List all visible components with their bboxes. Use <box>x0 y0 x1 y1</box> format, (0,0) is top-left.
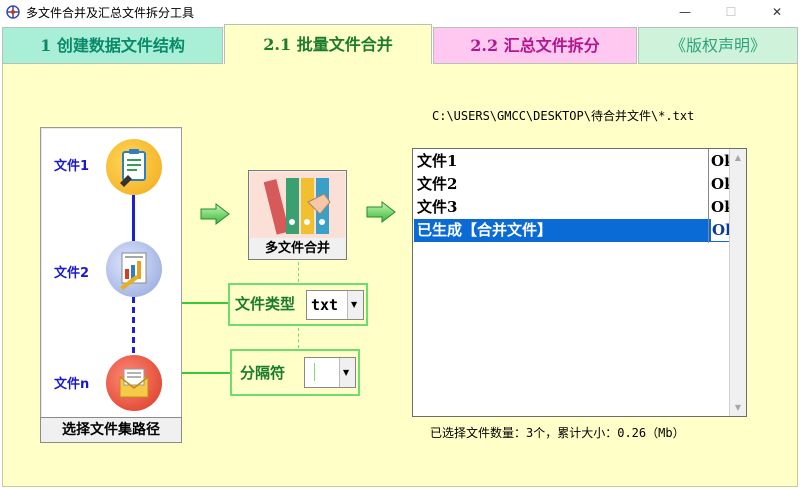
close-button[interactable]: ✕ <box>771 5 783 19</box>
list-item-name: 文件1 <box>417 152 458 170</box>
source-path: C:\USERS\GMCC\DESKTOP\待合并文件\*.txt <box>432 109 695 123</box>
document-chart-icon <box>106 241 162 297</box>
tab-copyright[interactable]: 《版权声明》 <box>638 27 798 64</box>
separator-group: 分隔符 ▼ <box>230 349 360 396</box>
scroll-down-icon[interactable]: ▼ <box>734 403 742 412</box>
dropdown-arrow-icon[interactable]: ▼ <box>339 358 355 387</box>
minimize-button[interactable]: — <box>679 5 691 19</box>
tab-summary-split[interactable]: 2.2 汇总文件拆分 <box>433 27 637 64</box>
connector-line-solid <box>132 195 135 241</box>
select-path-button[interactable]: 选择文件集路径 <box>40 417 182 443</box>
window-title: 多文件合并及汇总文件拆分工具 <box>26 6 195 20</box>
connector-line <box>182 372 230 374</box>
list-item-status: Ok <box>711 198 735 216</box>
file-type-value: txt <box>311 296 339 314</box>
list-scrollbar[interactable]: ▲ ▼ <box>729 149 746 416</box>
tab-create-structure[interactable]: 1 创建数据文件结构 <box>2 27 223 64</box>
merge-button-label: 多文件合并 <box>264 241 330 256</box>
connector-dotted <box>298 262 299 282</box>
list-item[interactable]: 文件1 Ok <box>414 150 734 173</box>
list-item-selected[interactable]: 已生成【合并文件】 Ok <box>414 219 737 242</box>
file-type-label: 文件类型 <box>235 295 296 313</box>
arrow-right-icon <box>200 203 230 225</box>
list-item[interactable]: 文件2 Ok <box>414 173 734 196</box>
list-item-name: 文件2 <box>417 175 458 193</box>
column-divider <box>708 149 709 243</box>
scroll-up-icon[interactable]: ▲ <box>734 153 742 162</box>
list-item-name: 已生成【合并文件】 <box>417 221 553 239</box>
connector-line-dashed <box>132 297 135 355</box>
status-summary: 已选择文件数量：3个，累计大小：0.26（Mb） <box>430 426 685 440</box>
tab-batch-merge[interactable]: 2.1 批量文件合并 <box>224 24 432 64</box>
separator-label: 分隔符 <box>240 364 286 382</box>
file-list[interactable]: 文件1 Ok 文件2 Ok 文件3 Ok 已生成【合并文件】 Ok ▲ ▼ <box>412 148 747 417</box>
app-icon <box>6 5 20 19</box>
text-caret <box>314 363 315 381</box>
binders-icon <box>250 172 345 238</box>
connector-dotted <box>298 328 299 348</box>
tab-bar: 1 创建数据文件结构 2.1 批量文件合并 2.2 汇总文件拆分 《版权声明》 <box>0 24 800 64</box>
envelope-icon <box>106 355 162 411</box>
list-item-status: Ok <box>711 175 735 193</box>
separator-select[interactable]: ▼ <box>304 357 356 388</box>
file-type-group: 文件类型 txt ▼ <box>228 283 368 326</box>
file-type-select[interactable]: txt ▼ <box>306 290 364 320</box>
maximize-button[interactable]: ☐ <box>725 5 737 19</box>
merge-files-button[interactable]: 多文件合并 <box>248 170 347 260</box>
dropdown-arrow-icon[interactable]: ▼ <box>347 291 363 319</box>
title-bar: 多文件合并及汇总文件拆分工具 — ☐ ✕ <box>0 0 800 24</box>
file-label-n: 文件n <box>54 377 90 392</box>
connector-line <box>182 302 228 304</box>
file-label-1: 文件1 <box>54 159 90 174</box>
clipboard-icon <box>106 139 162 195</box>
arrow-right-icon <box>366 201 396 223</box>
list-item-status: Ok <box>711 152 735 170</box>
list-item-name: 文件3 <box>417 198 458 216</box>
list-item[interactable]: 文件3 Ok <box>414 196 734 219</box>
file-label-2: 文件2 <box>54 266 90 281</box>
